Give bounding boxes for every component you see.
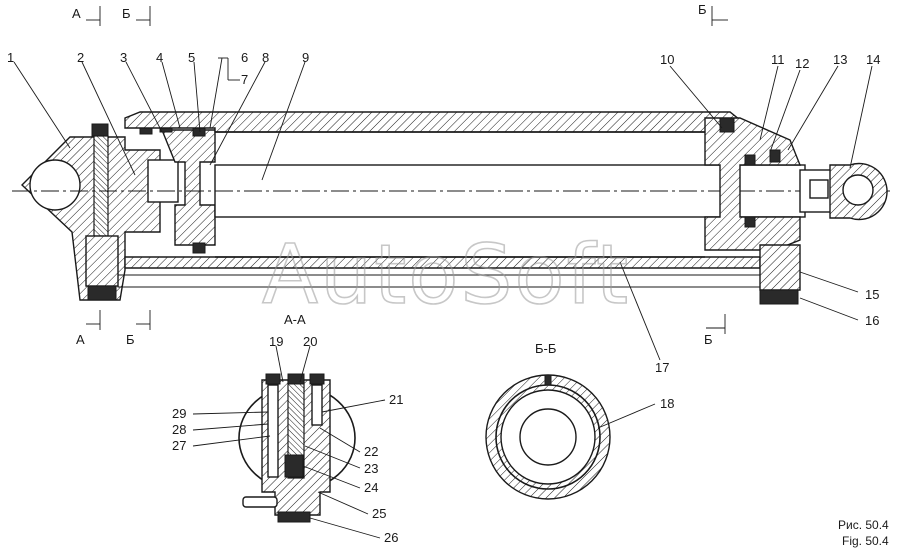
section-bb-view: Б-Б [485, 341, 611, 500]
part-label-6: 6 [241, 50, 248, 65]
section-aa-view: А-А [238, 312, 356, 523]
bb-key [544, 374, 552, 386]
part-label-10: 10 [660, 52, 674, 67]
part-label-3: 3 [120, 50, 127, 65]
main-section-view [12, 111, 890, 305]
head-valve-body [93, 135, 109, 237]
part-label-26: 26 [384, 530, 398, 545]
part-label-1: 1 [7, 50, 14, 65]
right-port-nut [759, 289, 799, 305]
figure-caption-en: Fig. 50.4 [842, 534, 889, 548]
head-valve-lower [85, 235, 119, 287]
figure-caption-ru: Рис. 50.4 [838, 518, 889, 532]
part-label-22: 22 [364, 444, 378, 459]
marker-b-top-left: Б [122, 6, 131, 21]
piston-nut [147, 159, 179, 203]
gland-bolt [719, 117, 735, 133]
aa-top-bolt-center [287, 373, 305, 385]
part-label-18: 18 [660, 396, 674, 411]
aa-bore-right [311, 384, 323, 426]
part-label-28: 28 [172, 422, 186, 437]
rod-end-eye-bore [842, 174, 874, 206]
part-label-17: 17 [655, 360, 669, 375]
gland-wiper [769, 149, 781, 163]
marker-b-top-right: Б [698, 2, 707, 17]
part-label-24: 24 [364, 480, 378, 495]
part-label-8: 8 [262, 50, 269, 65]
part-label-13: 13 [833, 52, 847, 67]
part-label-5: 5 [188, 50, 195, 65]
barrel-top-wall [124, 111, 741, 133]
marker-b-bottom-left: Б [126, 332, 135, 347]
part-label-25: 25 [372, 506, 386, 521]
part-label-7: 7 [241, 72, 248, 87]
part-number-labels: 1 2 3 4 5 6 7 8 9 10 11 12 13 14 15 16 1… [7, 50, 880, 545]
right-port-block [759, 244, 801, 291]
aa-top-bolt-right [309, 373, 325, 385]
part-label-29: 29 [172, 406, 186, 421]
aa-bottom-nut [277, 511, 311, 523]
marker-b-bottom-right: Б [704, 332, 713, 347]
piston-body [160, 129, 216, 246]
part-label-15: 15 [865, 287, 879, 302]
leader-lines [13, 57, 873, 539]
part-label-16: 16 [865, 313, 879, 328]
gland-seal-top [744, 154, 756, 166]
part-label-9: 9 [302, 50, 309, 65]
part-label-12: 12 [795, 56, 809, 71]
bb-rod [519, 408, 577, 466]
piston-seal-bottom [192, 242, 206, 254]
section-aa-title: А-А [284, 312, 306, 327]
gland-seal-bottom [744, 216, 756, 228]
part-label-19: 19 [269, 334, 283, 349]
part-label-4: 4 [156, 50, 163, 65]
part-label-20: 20 [303, 334, 317, 349]
marker-a-top: А [72, 6, 81, 21]
part-label-2: 2 [77, 50, 84, 65]
left-eye-bore [29, 159, 81, 211]
section-bb-title: Б-Б [535, 341, 556, 356]
aa-bore-left [267, 384, 279, 478]
head-bolt [91, 123, 109, 137]
aa-top-bolt-left [265, 373, 281, 385]
rod-end-fitting [809, 179, 829, 199]
head-bottom-bolt [87, 285, 117, 301]
part-label-21: 21 [389, 392, 403, 407]
section-markers: А Б Б А Б Б [72, 2, 728, 347]
aa-plug [284, 454, 304, 478]
watermark: AutoSoft [262, 228, 630, 323]
part-label-23: 23 [364, 461, 378, 476]
aa-lever [242, 496, 278, 508]
part-label-11: 11 [771, 52, 785, 67]
marker-a-bottom: А [76, 332, 85, 347]
part-label-14: 14 [866, 52, 880, 67]
part-label-27: 27 [172, 438, 186, 453]
